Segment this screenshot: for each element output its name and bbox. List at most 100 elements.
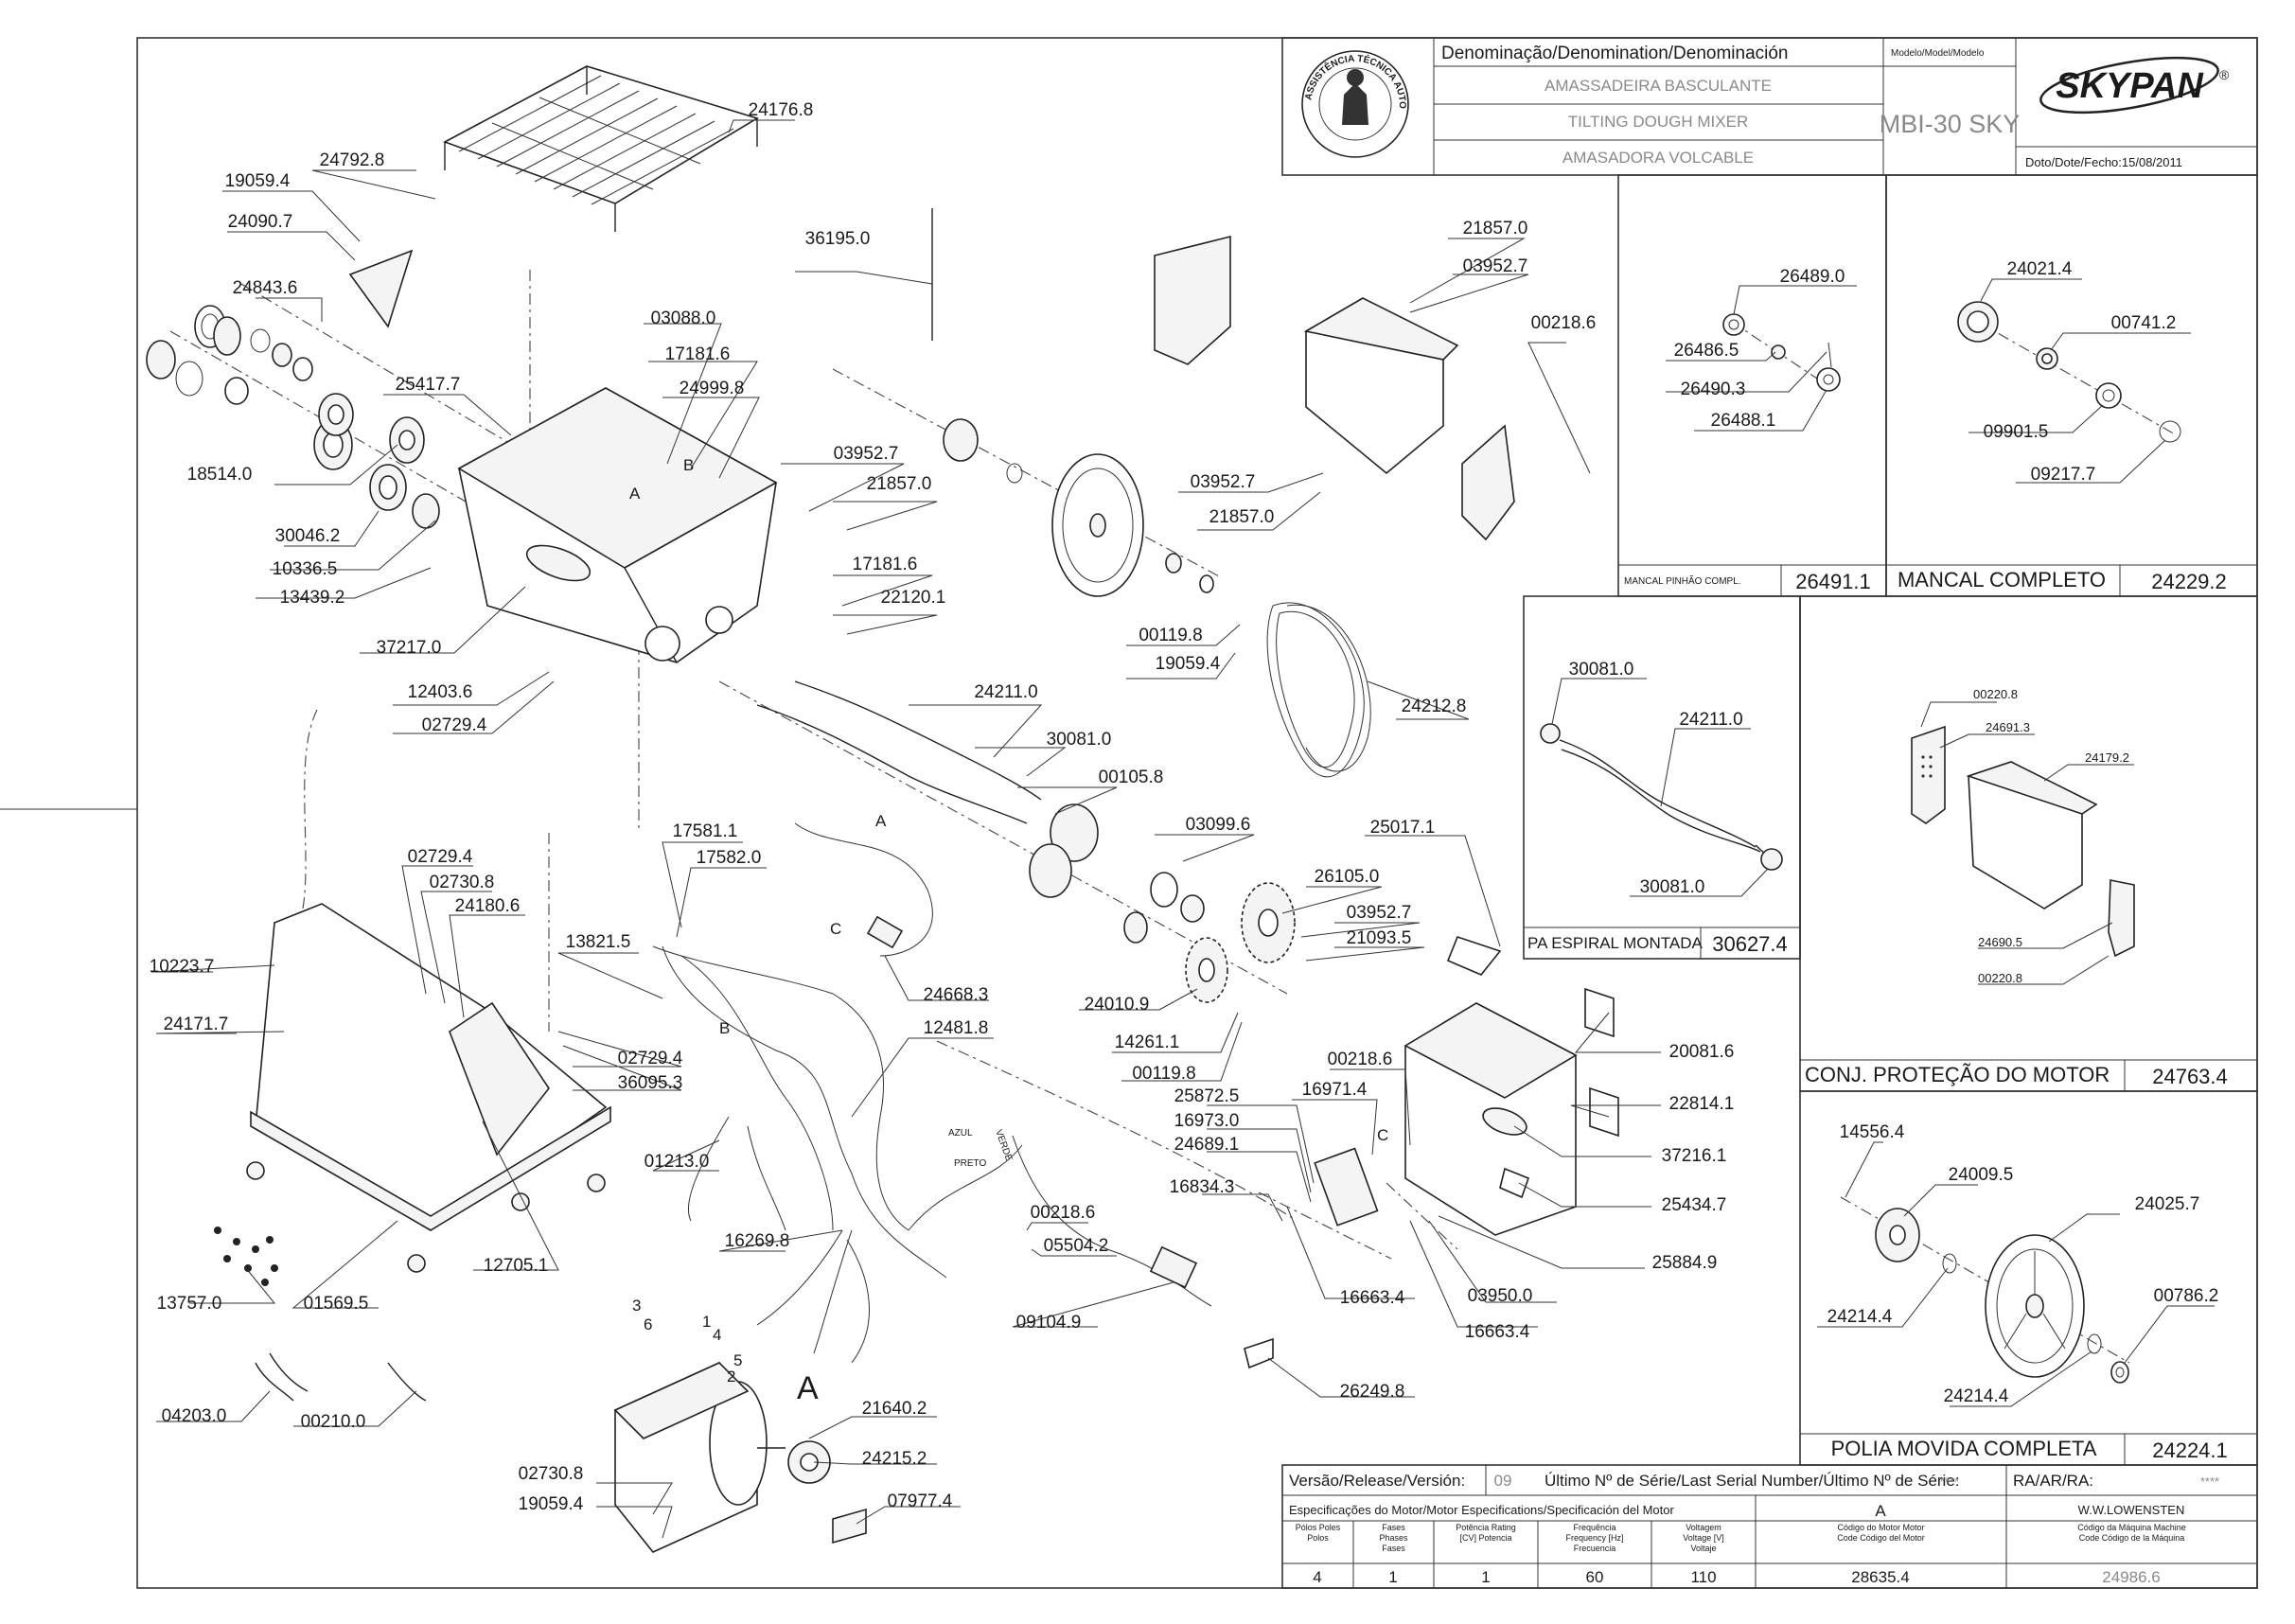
callout-03088-0: 03088.0 <box>651 309 716 328</box>
callout-30081-0: 30081.0 <box>1047 730 1112 750</box>
callout-17582-0: 17582.0 <box>697 848 762 868</box>
callout-03950-0: 03950.0 <box>1468 1286 1533 1306</box>
callout-25017-1: 25017.1 <box>1370 818 1436 838</box>
callout-16834-3: 16834.3 <box>1170 1177 1235 1197</box>
callout-24171-7: 24171.7 <box>164 1015 229 1034</box>
col-poles-header: Pólos Poles Polos <box>1295 1523 1341 1543</box>
callout-guard-24691-3: 24691.3 <box>1986 720 2030 734</box>
skypan-logo: SKYPAN ® <box>2039 56 2230 115</box>
callout-21857-0-b: 21857.0 <box>1463 219 1528 238</box>
callout-19059-4: 19059.4 <box>225 171 291 191</box>
ra-label: RA/AR/RA: <box>2013 1472 2093 1490</box>
callout-16973-0: 16973.0 <box>1174 1111 1240 1131</box>
wire-number-1: 1 <box>702 1313 711 1331</box>
inset-motor-guard-title: CONJ. PROTEÇÃO DO MOTOR <box>1805 1063 2110 1086</box>
callout-02729-4: 02729.4 <box>422 715 487 735</box>
callout-09104-9: 09104.9 <box>1016 1313 1082 1333</box>
gear-part <box>1185 882 1296 1003</box>
callout-22120-1: 22120.1 <box>881 588 946 608</box>
col-phases-header: Fases Phases Fases <box>1379 1523 1408 1553</box>
callout-guard-00220-8-b: 00220.8 <box>1978 971 2022 985</box>
callout-37216-1: 37216.1 <box>1662 1146 1727 1166</box>
inset-bearing-pinion-title: MANCAL PINHÃO COMPL. <box>1624 574 1741 587</box>
bushing-part <box>1816 367 1841 392</box>
callout-13757-0: 13757.0 <box>157 1294 222 1314</box>
belt-guard-part <box>1154 235 1515 541</box>
callout-36195-0: 36195.0 <box>805 229 871 249</box>
denomination-header: Denominação/Denomination/Denominación <box>1441 44 1789 63</box>
callout-00218-6: 00218.6 <box>1531 313 1597 333</box>
callout-24843-6: 24843.6 <box>233 278 298 298</box>
name-pt: AMASSADEIRA BASCULANTE <box>1545 77 1772 95</box>
wire-label-c-2: C <box>1377 1126 1388 1144</box>
callout-24176-8: 24176.8 <box>749 100 814 120</box>
inset-bearing-pinion-code: 26491.1 <box>1795 570 1871 593</box>
callout-16663-4-b: 16663.4 <box>1465 1322 1530 1342</box>
callout-25872-5: 25872.5 <box>1174 1086 1240 1106</box>
callout-12403-6: 12403.6 <box>408 682 473 702</box>
callout-25434-7: 25434.7 <box>1662 1195 1727 1215</box>
bowl-body-part <box>457 387 778 663</box>
callout-17181-6: 17181.6 <box>665 344 731 364</box>
callout-09217-7: 09217.7 <box>2031 465 2096 485</box>
spacer-part <box>1771 344 1786 360</box>
bowl-bearings-part <box>146 305 440 529</box>
callout-10336-5: 10336.5 <box>273 559 338 579</box>
callout-17181-6-b: 17181.6 <box>853 555 918 574</box>
callout-00218-6-c: 00218.6 <box>1031 1203 1096 1223</box>
bearing-housing-part <box>1957 301 1999 343</box>
cable-ties-part <box>255 1352 427 1402</box>
callout-guard-24690-5: 24690.5 <box>1978 935 2022 949</box>
callout-guard-00220-8-a: 00220.8 <box>1973 687 2018 701</box>
grid-cover-part <box>443 65 759 232</box>
spiral-blade-part <box>1540 723 1783 871</box>
motor-spec-label: Especificações do Motor/Motor Especifica… <box>1289 1503 1674 1517</box>
callout-spiral-30081-0-a: 30081.0 <box>1569 660 1634 680</box>
col-voltage-header: Voltagem Voltage [V] Voltaje <box>1683 1523 1724 1553</box>
serial-value: **** <box>1940 1474 1959 1489</box>
brand-name: SKYPAN <box>2056 66 2204 106</box>
inset-bearing-complete-code: 24229.2 <box>2151 570 2227 593</box>
power-value: 1 <box>1481 1568 1490 1586</box>
callout-leaders <box>150 119 1661 1539</box>
callout-24180-6: 24180.6 <box>455 896 521 916</box>
callout-02729-4-b: 02729.4 <box>408 847 473 867</box>
callout-14261-1: 14261.1 <box>1115 1033 1180 1052</box>
base-frame-part <box>246 903 611 1273</box>
svg-text:ASSISTÊNCIA TÉCNICA AUTORIZADA: ASSISTÊNCIA TÉCNICA AUTORIZADA <box>0 0 1407 109</box>
callout-13439-2: 13439.2 <box>280 588 345 608</box>
callout-19059-4-b: 19059.4 <box>1156 654 1221 674</box>
callout-labels: 24176.8 24792.8 19059.4 24090.7 24843.6 … <box>150 100 1735 1514</box>
callout-pulley-24214-4-a: 24214.4 <box>1827 1307 1893 1327</box>
callout-pulley-24214-4-b: 24214.4 <box>1944 1386 2009 1406</box>
callout-18514-0: 18514.0 <box>187 465 253 485</box>
title-block: ASSISTÊNCIA TÉCNICA AUTORIZADA Denominaç… <box>0 0 2258 176</box>
fasteners-group <box>214 1227 278 1286</box>
electric-motor-part <box>613 1362 867 1553</box>
callout-20081-6: 20081.6 <box>1669 1042 1735 1062</box>
callout-spiral-24211-0: 24211.0 <box>1679 710 1742 730</box>
motor-letter: A <box>1875 1502 1886 1520</box>
pulley-ring-part <box>1942 1253 2102 1354</box>
wire-label-a: A <box>629 485 641 503</box>
inset-motor-guard-code: 24763.4 <box>2152 1065 2228 1088</box>
inset-spiral-title: PA ESPIRAL MONTADA <box>1527 934 1704 952</box>
callout-00105-8: 00105.8 <box>1099 768 1164 787</box>
callout-26105-0: 26105.0 <box>1315 867 1380 887</box>
callout-05504-2: 05504.2 <box>1044 1236 1109 1256</box>
pulley-wheel-part <box>1985 1234 2085 1378</box>
name-en: TILTING DOUGH MIXER <box>1568 113 1748 131</box>
callout-01213-0: 01213.0 <box>644 1152 710 1172</box>
callout-04203-0: 04203.0 <box>162 1406 227 1426</box>
callout-03952-7-b: 03952.7 <box>1463 256 1528 276</box>
callout-22814-1: 22814.1 <box>1669 1094 1735 1114</box>
callout-00119-8-b: 00119.8 <box>1132 1064 1195 1084</box>
callout-24090-7: 24090.7 <box>228 212 293 232</box>
wiring-harness-part <box>652 822 1212 1364</box>
seal-text: ASSISTÊNCIA TÉCNICA AUTORIZADA <box>0 0 1407 109</box>
callout-pulley-14556-4: 14556.4 <box>1840 1122 1905 1142</box>
callout-pulley-24009-5: 24009.5 <box>1949 1165 2014 1185</box>
callout-26488-1: 26488.1 <box>1711 411 1776 431</box>
inset-spiral-code: 30627.4 <box>1712 932 1788 956</box>
callout-24792-8: 24792.8 <box>320 150 385 170</box>
